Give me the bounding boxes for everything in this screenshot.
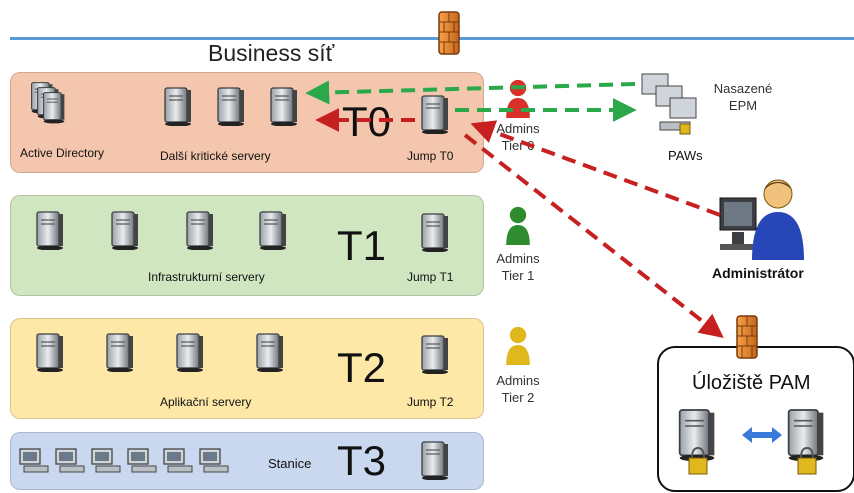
paws-label: PAWs bbox=[668, 148, 703, 163]
tier1-zone bbox=[10, 195, 484, 296]
tier3-zone bbox=[10, 432, 484, 490]
pam-server-icon bbox=[678, 409, 716, 475]
tier1-servers-label: Infrastrukturní servery bbox=[148, 270, 265, 284]
tier0-servers-label: Další kritické servery bbox=[160, 149, 271, 163]
pam-title: Úložiště PAM bbox=[692, 372, 811, 394]
tier3-stations-label: Stanice bbox=[268, 456, 312, 471]
administrator-label: Administrátor bbox=[712, 265, 804, 281]
network-line bbox=[10, 37, 854, 40]
administrator-icon bbox=[719, 179, 804, 260]
jump-t2-label: Jump T2 bbox=[407, 395, 454, 409]
green-arrow-paw-to-servers bbox=[305, 80, 636, 105]
paws-icon bbox=[641, 73, 697, 135]
tier3-label: T3 bbox=[337, 437, 387, 484]
red-arrow-admin-to-jump bbox=[470, 120, 721, 217]
tier2-zone bbox=[10, 318, 484, 419]
replication-arrow-icon bbox=[742, 427, 782, 443]
pam-server-icon bbox=[787, 409, 825, 475]
active-directory-label: Active Directory bbox=[20, 146, 105, 160]
tier1-label: T1 bbox=[337, 222, 387, 269]
tier2-label: T2 bbox=[337, 344, 387, 391]
red-arrow-jump-to-pam bbox=[463, 133, 724, 338]
jump-t0-label: Jump T0 bbox=[407, 149, 454, 163]
jump-t1-label: Jump T1 bbox=[407, 270, 454, 284]
network-title: Business síť bbox=[208, 40, 335, 66]
tier2-servers-label: Aplikační servery bbox=[160, 395, 252, 409]
